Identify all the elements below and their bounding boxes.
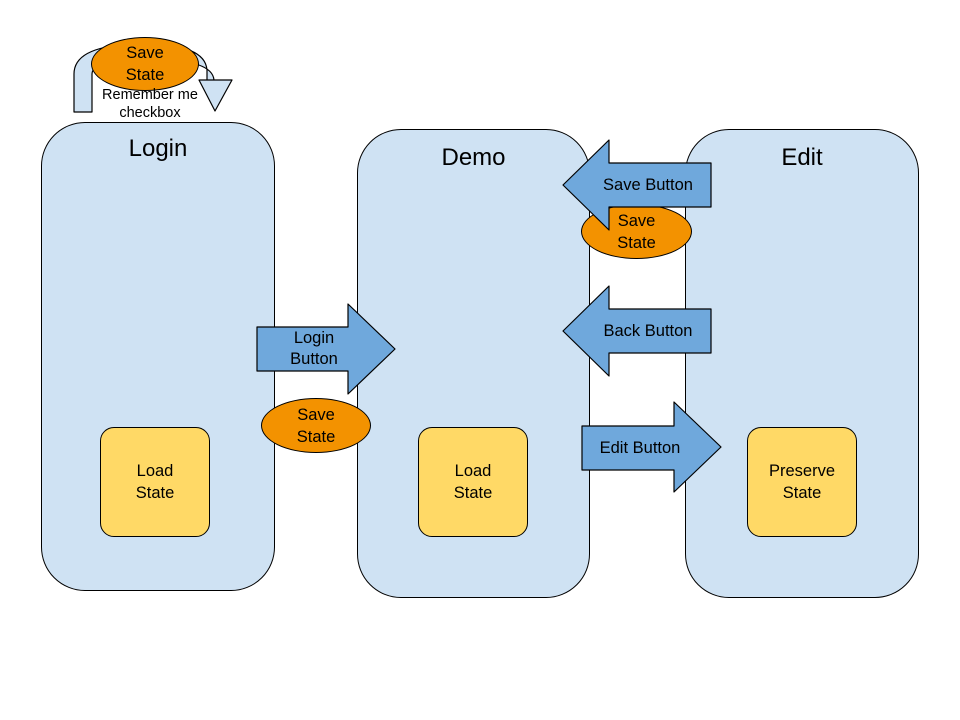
right-arrow-icon: [581, 401, 722, 493]
save-button-label: Save Button: [603, 175, 693, 194]
save-button-save-state: Save State: [581, 204, 692, 259]
edit-preserve-state-label: Preserve State: [768, 462, 836, 502]
back-button-label: Back Button: [603, 321, 693, 340]
remember-me-checkbox-label: Remember me checkbox: [102, 87, 198, 121]
demo-screen-title: Demo: [441, 144, 506, 171]
remember-me-save-state: Save State: [91, 37, 199, 91]
save-button-arrow: Save Button: [562, 139, 712, 231]
login-save-state: Save State: [261, 398, 371, 453]
back-button-arrow: Back Button: [562, 285, 712, 377]
left-arrow-icon: [562, 139, 712, 231]
login-button-label: Login Button: [290, 329, 338, 368]
login-load-state-label: Load State: [135, 462, 175, 502]
save-button-save-state-label: Save State: [617, 211, 656, 252]
edit-button-arrow: Edit Button: [581, 401, 722, 493]
edit-button-label: Edit Button: [599, 438, 681, 457]
left-arrow-icon: [562, 285, 712, 377]
edit-preserve-state: Preserve State: [747, 427, 857, 537]
demo-load-state: Load State: [418, 427, 528, 537]
login-screen-title: Login: [128, 135, 188, 162]
login-load-state: Load State: [100, 427, 210, 537]
remember-me-save-state-label: Save State: [125, 44, 165, 84]
login-save-state-label: Save State: [296, 405, 336, 446]
demo-load-state-label: Load State: [453, 462, 493, 502]
right-arrow-icon: [256, 303, 396, 395]
edit-screen-title: Edit: [781, 144, 823, 171]
login-button-arrow: Login Button: [256, 303, 396, 395]
